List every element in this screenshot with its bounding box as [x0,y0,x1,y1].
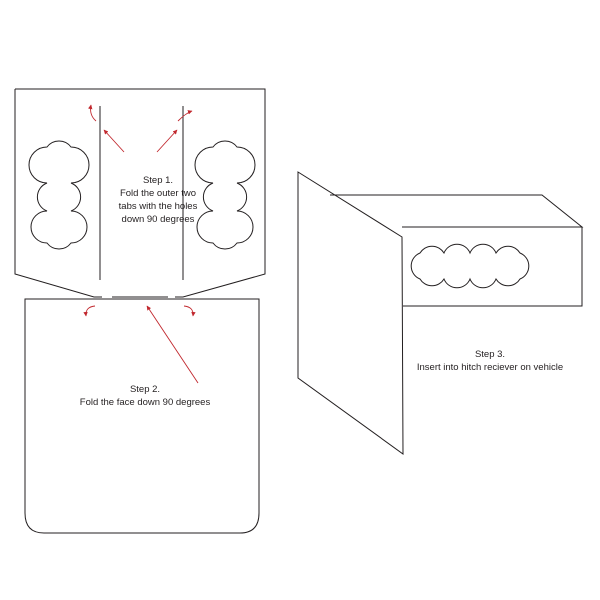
curl-arrow-top-left [88,104,97,122]
step-2-instruction: Step 2. Fold the face down 90 degrees [60,383,230,409]
step-3-title: Step 3. [474,349,506,360]
hitch-hole-slot [410,243,530,289]
step-1-title: Step 1. [142,175,174,186]
top-panel-outline [14,88,266,298]
hitch-face-plate [297,171,404,455]
step-1-line-2: tabs with the holes [118,201,198,212]
step-3-line-1: Insert into hitch reciever on vehicle [416,362,564,373]
hitch-front-face [402,226,583,307]
face-panel-outline [24,298,260,534]
pointer-arrow-face-fold [146,305,199,384]
curl-arrow-bottom-left [83,305,96,317]
step-1-line-3: down 90 degrees [121,214,195,225]
curl-arrow-top-right [177,110,193,122]
step-2-line-1: Fold the face down 90 degrees [79,397,211,408]
step-2-title: Step 2. [129,384,161,395]
hole-slot-left [28,140,90,250]
hole-slot-right [194,140,256,250]
step-1-line-1: Fold the outer two [119,188,197,199]
hitch-top-face [330,194,584,228]
step-3-instruction: Step 3. Insert into hitch reciever on ve… [400,348,580,374]
pointer-arrow-right-fold [156,129,178,153]
pointer-arrow-left-fold [103,129,125,153]
step-1-instruction: Step 1. Fold the outer two tabs with the… [96,174,220,226]
curl-arrow-bottom-right [183,305,196,317]
